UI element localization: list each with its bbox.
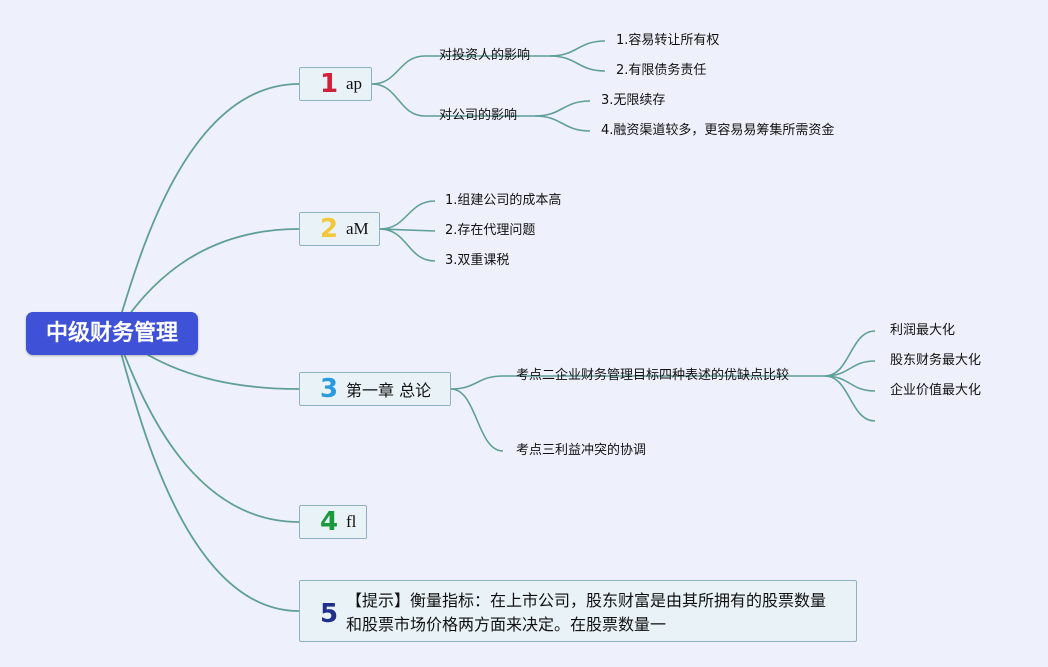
- connector-company-leaf3: [534, 100, 591, 117]
- connector-company-leaf4: [534, 115, 591, 132]
- connector-topic3-objectives: [450, 375, 504, 390]
- topic-number-3: 3: [319, 374, 339, 404]
- leaf-shareholder-wealth-maximization[interactable]: 股东财务最大化: [890, 353, 982, 368]
- leaf-agency-problem[interactable]: 2.存在代理问题: [445, 223, 536, 238]
- leaf-financing-channels[interactable]: 4.融资渠道较多，更容易易筹集所需资金: [601, 123, 835, 138]
- leaf-transfer-ownership[interactable]: 1.容易转让所有权: [616, 33, 720, 48]
- connector-topic2-leaf1: [379, 200, 436, 230]
- connector-root-topic-1: [114, 83, 300, 334]
- connector-objectives-leaf1: [824, 330, 876, 377]
- connector-root-topic-5: [114, 332, 300, 612]
- leaf-double-taxation[interactable]: 3.双重课税: [445, 253, 510, 268]
- connector-objectives-leaf4: [824, 375, 876, 422]
- topic-2[interactable]: 2 aM: [299, 212, 380, 246]
- topic-2-label: aM: [346, 219, 369, 238]
- subtopic-investor-impact[interactable]: 对投资人的影响: [439, 48, 531, 63]
- leaf-enterprise-value-maximization[interactable]: 企业价值最大化: [890, 383, 982, 398]
- connector-investor-leaf1: [549, 40, 606, 57]
- topic-1-label: ap: [346, 74, 363, 93]
- topic-number-2: 2: [319, 214, 339, 244]
- subtopic-conflict-coordination[interactable]: 考点三利益冲突的协调: [516, 443, 647, 458]
- topic-4[interactable]: 4 fl: [299, 505, 367, 539]
- root-topic[interactable]: 中级财务管理: [26, 312, 198, 355]
- topic-1[interactable]: 1 ap: [299, 67, 372, 101]
- connector-topic1-investor: [371, 55, 426, 85]
- subtopic-objectives-comparison[interactable]: 考点二企业财务管理目标四种表述的优缺点比较: [516, 368, 790, 383]
- topic-3-label: 第一章 总论: [346, 381, 432, 400]
- topic-number-4: 4: [319, 507, 339, 537]
- connector-topic2-leaf2: [379, 228, 436, 232]
- leaf-unlimited-existence[interactable]: 3.无限续存: [601, 93, 666, 108]
- topic-number-5: 5: [319, 599, 339, 629]
- topic-5[interactable]: 5 【提示】衡量指标：在上市公司，股东财富是由其所拥有的股票数量和股票市场价格两…: [299, 580, 857, 642]
- subtopic-company-impact[interactable]: 对公司的影响: [439, 108, 518, 123]
- topic-4-label: fl: [346, 512, 357, 531]
- leaf-high-setup-cost[interactable]: 1.组建公司的成本高: [445, 193, 562, 208]
- topic-number-1: 1: [319, 69, 339, 99]
- topic-3[interactable]: 3 第一章 总论: [299, 372, 451, 406]
- connector-investor-leaf2: [549, 55, 606, 72]
- topic-5-label: 【提示】衡量指标：在上市公司，股东财富是由其所拥有的股票数量和股票市场价格两方面…: [346, 591, 827, 634]
- leaf-limited-liability[interactable]: 2.有限债务责任: [616, 63, 707, 78]
- connector-topic3-conflict: [450, 388, 504, 452]
- connector-topic1-company: [371, 83, 426, 117]
- connector-topic2-leaf3: [379, 228, 436, 262]
- leaf-profit-maximization[interactable]: 利润最大化: [890, 323, 956, 338]
